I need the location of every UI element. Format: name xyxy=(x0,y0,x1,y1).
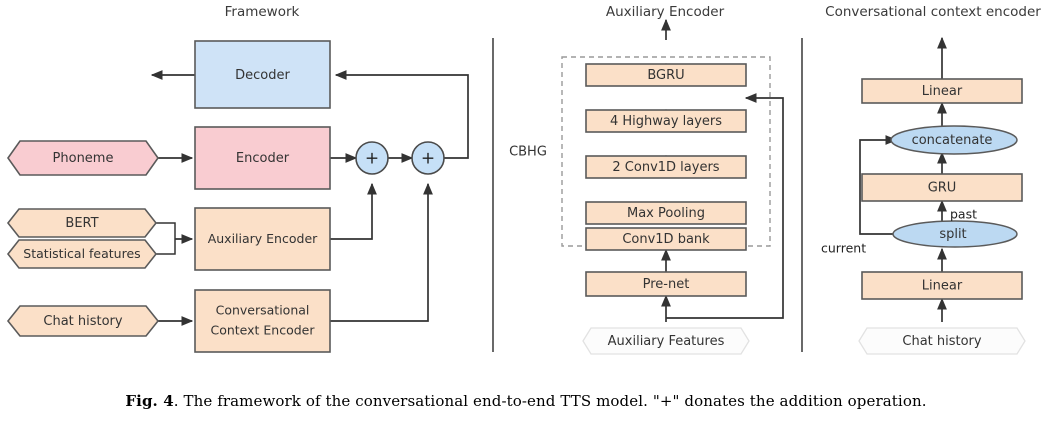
node-bert[interactable]: BERT xyxy=(6,208,158,238)
node-chat-history-input-label: Chat history xyxy=(902,334,982,349)
node-chat-history-input[interactable]: Chat history xyxy=(858,327,1026,355)
node-max-pooling[interactable]: Max Pooling xyxy=(585,201,747,225)
wire-auxiliary-to-adder1 xyxy=(330,182,377,240)
figure-caption: Fig. 4. The framework of the conversatio… xyxy=(0,392,1052,410)
node-concatenate[interactable]: concatenate xyxy=(890,125,1018,155)
node-gru-label: GRU xyxy=(928,181,957,196)
node-split-label: split xyxy=(939,227,966,242)
edge-label-current: current xyxy=(821,241,866,256)
wire-context-to-adder2 xyxy=(330,182,433,322)
node-phoneme[interactable]: Phoneme xyxy=(7,140,159,176)
node-conv1d-bank[interactable]: Conv1D bank xyxy=(585,227,747,251)
node-highway-layers[interactable]: 4 Highway layers xyxy=(585,109,747,133)
cbhg-group-boundary xyxy=(561,56,771,247)
node-bgru[interactable]: BGRU xyxy=(585,63,747,87)
node-conv1d-layers[interactable]: 2 Conv1D layers xyxy=(585,155,747,179)
wire-statistical-merge xyxy=(156,239,176,255)
node-encoder[interactable]: Encoder xyxy=(194,126,331,190)
node-linear-top[interactable]: Linear xyxy=(861,78,1023,104)
panel-title-auxiliary-encoder: Auxiliary Encoder xyxy=(606,4,725,20)
node-decoder-label: Decoder xyxy=(235,68,290,83)
adder-2-plus-glyph: + xyxy=(421,149,435,169)
node-gru[interactable]: GRU xyxy=(861,173,1023,202)
node-auxiliary-encoder[interactable]: Auxiliary Encoder xyxy=(194,207,331,271)
node-adder-1[interactable]: + xyxy=(355,141,389,175)
node-chat-history[interactable]: Chat history xyxy=(6,305,160,337)
node-split[interactable]: split xyxy=(892,220,1018,248)
node-linear-bottom-label: Linear xyxy=(922,279,963,294)
node-auxiliary-features-label: Auxiliary Features xyxy=(608,334,725,349)
node-conv1d-layers-label: 2 Conv1D layers xyxy=(612,160,719,175)
panel-title-framework: Framework xyxy=(225,4,300,20)
adder-1-plus-glyph: + xyxy=(365,149,379,169)
node-bert-label: BERT xyxy=(65,216,98,231)
node-conv1d-bank-label: Conv1D bank xyxy=(622,232,710,247)
node-conversational-context-encoder[interactable]: Conversational Context Encoder xyxy=(194,289,331,353)
node-pre-net[interactable]: Pre-net xyxy=(585,271,747,297)
node-encoder-label: Encoder xyxy=(236,151,290,166)
wire-adder2-to-decoder xyxy=(334,70,469,159)
diagram-canvas: Framework Auxiliary Encoder Conversation… xyxy=(6,4,1041,355)
node-chat-history-label: Chat history xyxy=(43,314,123,329)
node-concatenate-label: concatenate xyxy=(912,133,993,148)
wire-residual-skip-to-highway xyxy=(666,93,784,319)
edge-label-past: past xyxy=(950,207,977,222)
figure-caption-text: . The framework of the conversational en… xyxy=(173,392,927,410)
node-pre-net-label: Pre-net xyxy=(643,277,690,292)
cbhg-group-label: CBHG xyxy=(509,145,547,160)
wire-current-branch xyxy=(859,135,898,235)
wire-bert-merge xyxy=(156,222,176,239)
node-linear-bottom[interactable]: Linear xyxy=(861,271,1023,300)
node-statistical-features[interactable]: Statistical features xyxy=(6,239,158,269)
node-adder-2[interactable]: + xyxy=(411,141,445,175)
node-max-pooling-label: Max Pooling xyxy=(627,206,705,221)
figure-number: Fig. 4 xyxy=(125,392,174,410)
panel-title-context-encoder: Conversational context encoder xyxy=(825,4,1041,20)
node-context-encoder-label-line1: Conversational xyxy=(216,303,310,318)
node-bgru-label: BGRU xyxy=(647,68,684,83)
node-context-encoder-label-line2: Context Encoder xyxy=(210,323,315,338)
node-decoder[interactable]: Decoder xyxy=(194,40,331,109)
node-statistical-features-label: Statistical features xyxy=(23,246,140,261)
node-phoneme-label: Phoneme xyxy=(53,151,114,166)
node-auxiliary-features-input[interactable]: Auxiliary Features xyxy=(582,327,750,355)
node-linear-top-label: Linear xyxy=(922,84,963,99)
node-highway-layers-label: 4 Highway layers xyxy=(610,114,722,129)
node-auxiliary-encoder-label: Auxiliary Encoder xyxy=(208,231,318,246)
